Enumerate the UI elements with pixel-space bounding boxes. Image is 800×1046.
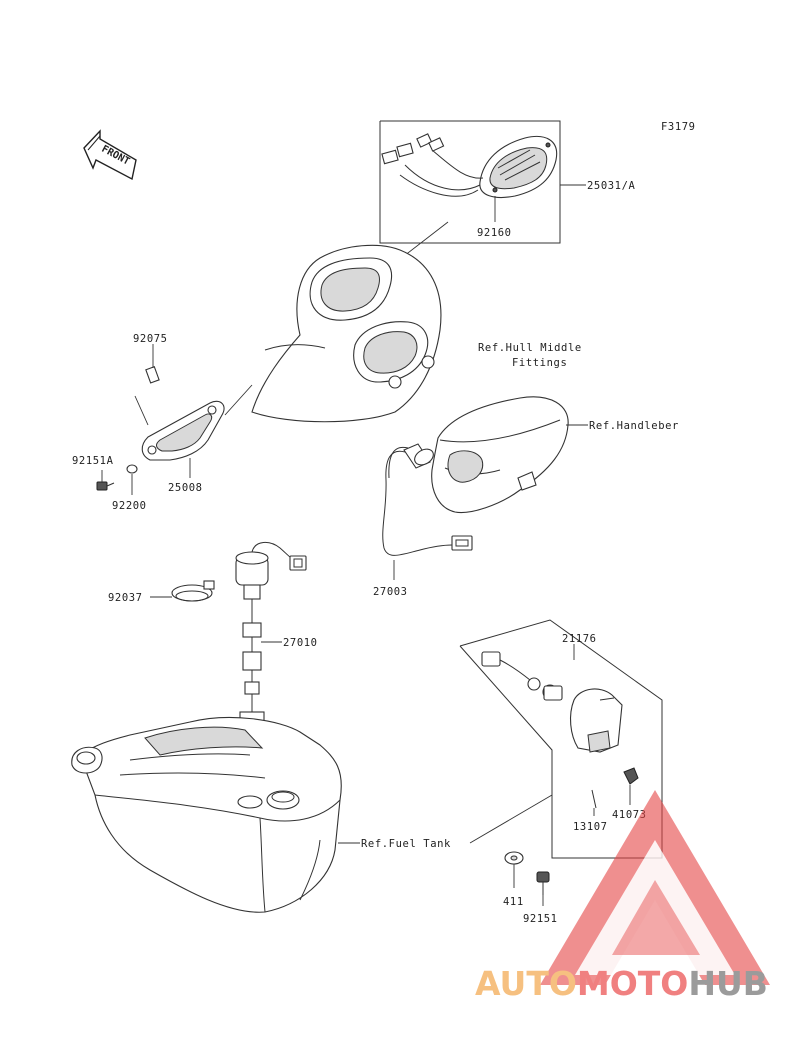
label-41073: 41073 [612, 809, 647, 821]
label-27010: 27010 [283, 637, 318, 649]
label-13107: 13107 [573, 821, 608, 833]
watermark-moto: MOTO [577, 964, 688, 1003]
clamp-92037 [171, 580, 215, 602]
label-21176: 21176 [562, 633, 597, 645]
ref-handlebar: Ref.Handleber [589, 420, 679, 432]
bolt-92151 [536, 871, 550, 895]
watermark-hub: HUB [688, 964, 768, 1003]
svg-text:AUTOMOTOHUB: AUTOMOTOHUB [475, 964, 768, 1003]
hull-middle-fitting [251, 244, 442, 423]
label-92160: 92160 [477, 227, 512, 239]
label-25031a: 25031/A [587, 180, 636, 192]
label-92075: 92075 [133, 333, 168, 345]
ref-fuel-tank: Ref.Fuel Tank [361, 838, 451, 850]
meter-assembly [379, 120, 561, 244]
label-92200: 92200 [112, 500, 147, 512]
label-92037: 92037 [108, 592, 143, 604]
fuel-tank [71, 717, 342, 913]
ref-hull-line1: Ref.Hull Middle [478, 342, 582, 354]
handlebar-cover [431, 396, 569, 514]
fuel-sender-27010 [235, 542, 307, 723]
label-92151a: 92151A [72, 455, 114, 467]
ref-hull-line2: Fittings [512, 357, 567, 369]
label-92151: 92151 [523, 913, 558, 925]
diagram-code: F3179 [661, 121, 696, 133]
watermark-auto: AUTO [475, 964, 577, 1003]
label-411: 411 [503, 896, 524, 908]
washer-92200 [126, 464, 138, 474]
front-arrow-icon: FRONT [83, 129, 137, 181]
label-27003: 27003 [373, 586, 408, 598]
automotohub-watermark: AUTOMOTOHUB [475, 790, 770, 1003]
label-25008: 25008 [168, 482, 203, 494]
bracket-assembly [141, 366, 225, 461]
switch-assembly-21176 [459, 619, 663, 859]
switch-cable-27003 [382, 443, 473, 556]
washer-411 [504, 851, 524, 865]
bolt-92151a [96, 481, 115, 491]
